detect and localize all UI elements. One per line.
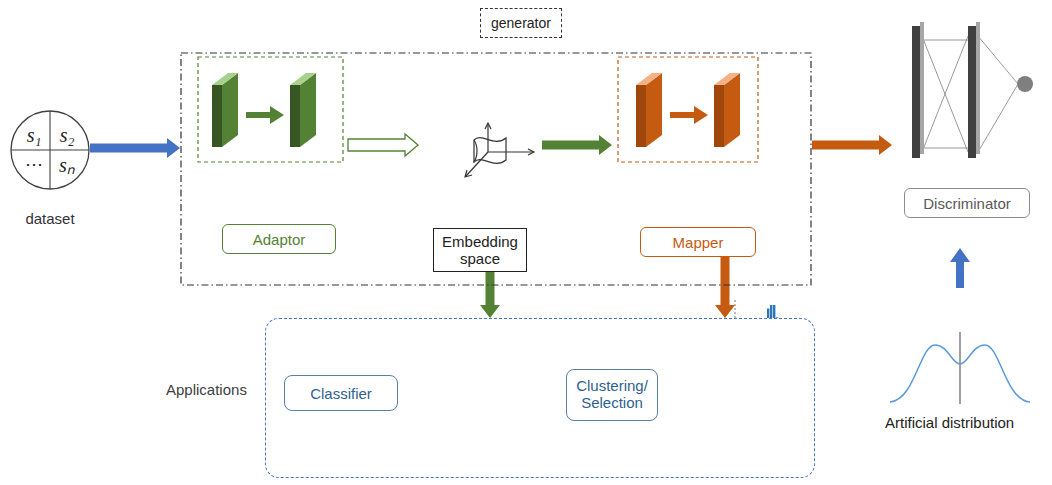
- caption-label: Artificial distribution: [885, 414, 1014, 431]
- adaptor-module: Adaptor: [198, 57, 348, 254]
- flow-arrow: [348, 134, 418, 156]
- flow-arrow: [715, 257, 735, 318]
- applications-region: ClassifierClustering/ SelectionApplicati…: [265, 318, 815, 478]
- embedding-axes: [465, 123, 534, 177]
- orange-layer: [636, 73, 662, 147]
- node-text: Clustering/ Selection: [567, 370, 657, 420]
- discriminator: Discriminator: [892, 14, 1042, 218]
- node-text: s₁: [20, 124, 48, 147]
- node-text: Applications: [166, 381, 247, 398]
- up-arrow: [950, 248, 970, 288]
- node-text: Embedding space: [433, 228, 527, 273]
- mapper-region: [618, 57, 758, 162]
- green-layer: [212, 73, 238, 147]
- node-text: Classifier: [285, 376, 397, 410]
- circle-outline: [10, 110, 90, 190]
- node-text: Mapper: [640, 227, 756, 257]
- node-text: Adaptor: [222, 224, 336, 254]
- classifier-box: Classifier: [284, 375, 398, 411]
- orange-layer: [714, 73, 740, 147]
- inner-arrow: [670, 106, 708, 124]
- embedding-space: Embedding space: [418, 118, 542, 272]
- flow-arrow: [90, 138, 180, 158]
- discriminator-network: [912, 22, 1033, 158]
- flow-arrow: [480, 272, 500, 318]
- generator-region: AdaptorEmbedding spaceMappergenerator: [180, 52, 812, 286]
- dataset-circle: s₁s₂⋯sₙdataset: [10, 110, 90, 190]
- adaptor-region: [198, 57, 343, 162]
- node-text: dataset: [0, 210, 100, 227]
- distribution-curve: [890, 345, 1030, 402]
- node-text: s₂: [53, 124, 81, 147]
- mapper-module: Mapper: [612, 57, 762, 257]
- green-layer: [290, 73, 316, 147]
- node-text: sₙ: [53, 154, 81, 177]
- clustering-box: Clustering/ Selection: [566, 369, 658, 421]
- inner-arrow: [246, 106, 284, 124]
- flow-arrow: [812, 135, 892, 155]
- node-text: ⋯: [20, 154, 48, 175]
- flow-arrow: [542, 135, 612, 155]
- node-text: Discriminator: [904, 188, 1030, 218]
- distribution-axis: [960, 332, 961, 404]
- node-text: generator: [480, 8, 562, 38]
